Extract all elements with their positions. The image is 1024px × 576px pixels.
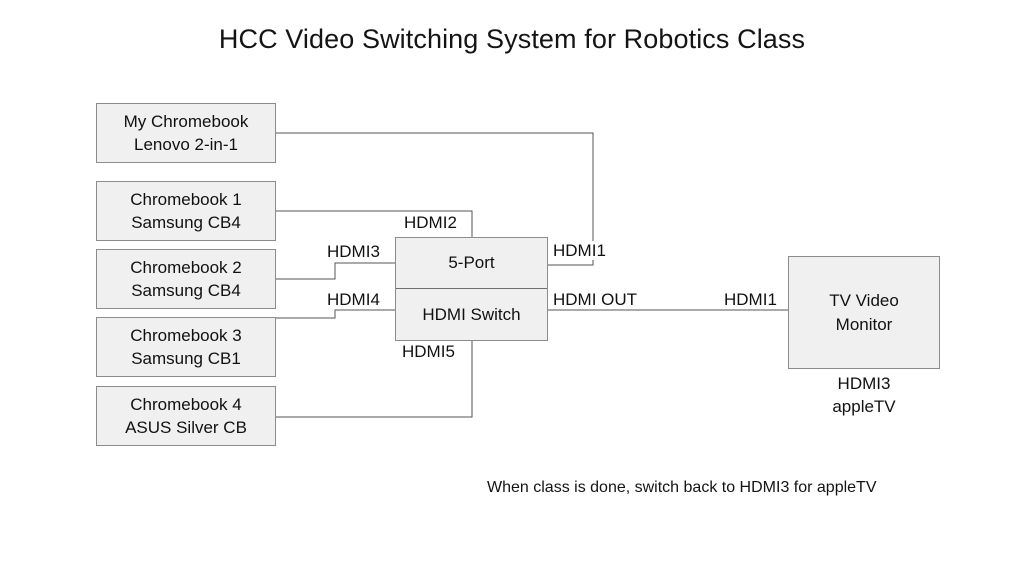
device-model: Lenovo 2-in-1	[134, 135, 238, 154]
monitor-caption-input: HDMI3	[837, 374, 891, 393]
switch-label-name: HDMI Switch	[422, 304, 521, 324]
device-model: Samsung CB4	[131, 213, 241, 232]
device-name: Chromebook 2	[130, 257, 242, 277]
footer-note: When class is done, switch back to HDMI3…	[487, 479, 877, 496]
port-label-hdmi3: HDMI3	[325, 242, 382, 261]
port-label-hdmi5: HDMI5	[400, 342, 457, 361]
device-box-chromebook-1[interactable]: Chromebook 1 Samsung CB4	[96, 181, 276, 241]
port-label-hdmi1-in: HDMI1	[551, 241, 608, 260]
port-label-tv-input: HDMI1	[722, 290, 779, 309]
wire-chromebook3-to-hdmi4	[276, 309, 395, 319]
device-box-my-chromebook[interactable]: My Chromebook Lenovo 2-in-1	[96, 103, 276, 163]
page-title: HCC Video Switching System for Robotics …	[218, 24, 806, 54]
monitor-name-line1: TV Video	[829, 291, 899, 311]
device-model: ASUS Silver CB	[125, 418, 247, 437]
port-label-hdmi2: HDMI2	[402, 213, 459, 232]
port-label-hdmi-out: HDMI OUT	[551, 290, 640, 309]
port-label-hdmi4: HDMI4	[325, 290, 382, 309]
tv-video-monitor-box[interactable]: TV Video Monitor	[788, 256, 940, 369]
device-box-chromebook-2[interactable]: Chromebook 2 Samsung CB4	[96, 249, 276, 309]
switch-label-ports: 5-Port	[396, 238, 547, 289]
device-name: Chromebook 4	[130, 394, 242, 414]
monitor-name-line2: Monitor	[835, 314, 893, 334]
monitor-caption: HDMI3 appleTV	[788, 372, 940, 419]
device-model: Samsung CB1	[131, 349, 241, 368]
monitor-caption-device: appleTV	[832, 397, 896, 417]
device-name: My Chromebook	[123, 111, 249, 131]
device-name: Chromebook 3	[130, 325, 242, 345]
device-box-chromebook-3[interactable]: Chromebook 3 Samsung CB1	[96, 317, 276, 377]
hdmi-switch-box[interactable]: 5-Port HDMI Switch	[395, 237, 548, 341]
device-name: Chromebook 1	[130, 189, 242, 209]
device-box-chromebook-4[interactable]: Chromebook 4 ASUS Silver CB	[96, 386, 276, 446]
device-model: Samsung CB4	[131, 281, 241, 300]
wire-chromebook2-to-hdmi3	[276, 262, 395, 280]
